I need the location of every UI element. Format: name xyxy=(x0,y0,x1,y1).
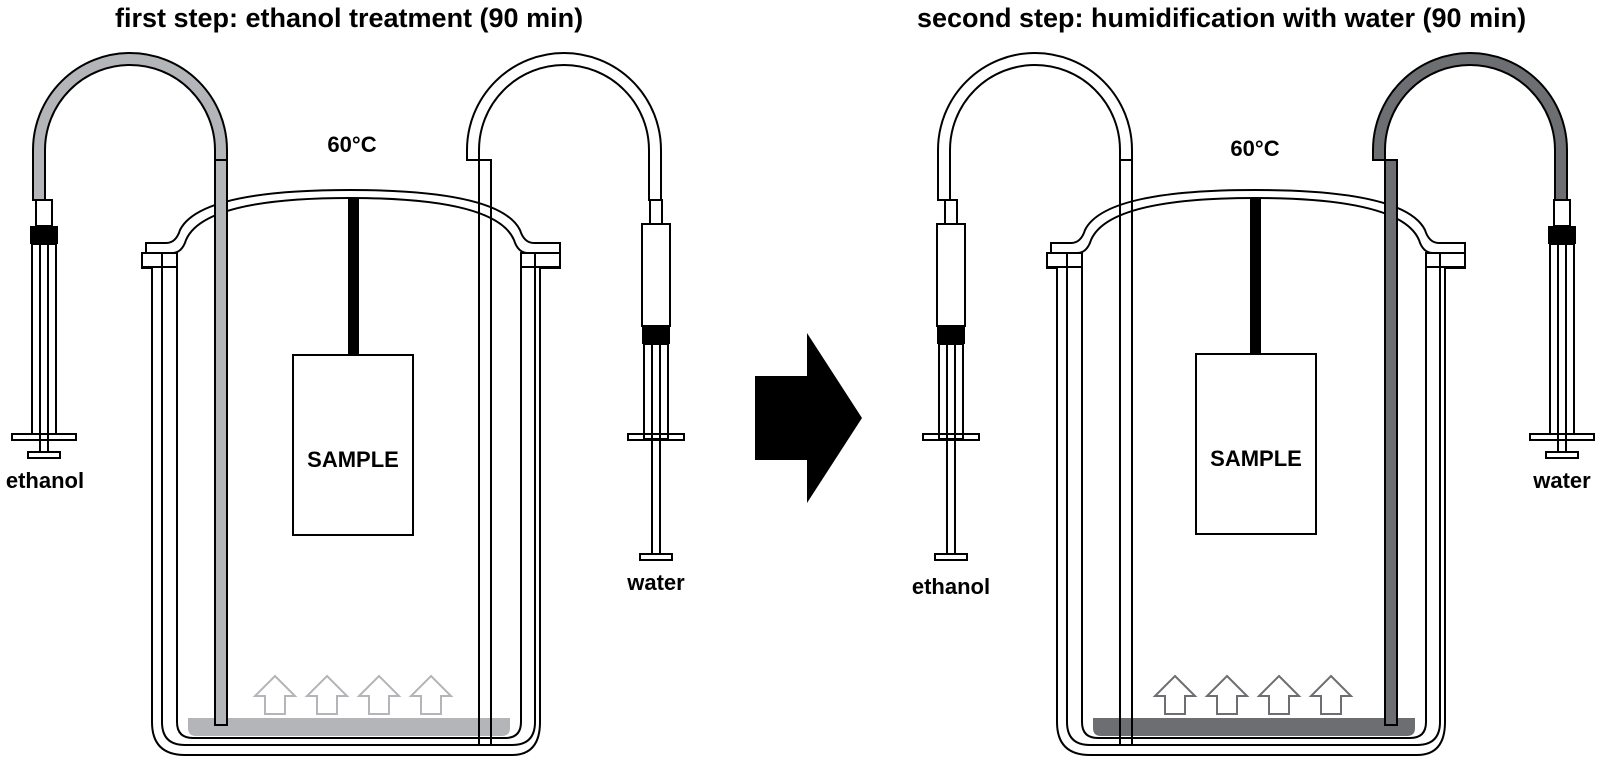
syringe-label-water: water xyxy=(626,570,685,595)
tube-water-down xyxy=(1384,159,1398,726)
sample-holder-rod xyxy=(1250,198,1261,354)
up-arrow-icon xyxy=(1308,674,1354,715)
tube-water-down xyxy=(478,159,492,746)
up-arrow-icon xyxy=(356,674,402,715)
up-arrow-icon xyxy=(1256,674,1302,715)
vessel-rim-left xyxy=(1046,252,1083,268)
panel-step-2: second step: humidification with water (… xyxy=(912,3,1595,756)
tube-ethanol-down xyxy=(214,159,228,726)
sample-label: SAMPLE xyxy=(1210,446,1302,471)
tube-water xyxy=(1372,52,1568,201)
vessel-lid xyxy=(1050,188,1466,254)
sample-label: SAMPLE xyxy=(307,447,399,472)
liquid-pool-ethanol xyxy=(188,718,510,736)
vapor-arrows xyxy=(252,674,454,715)
up-arrow-icon xyxy=(252,674,298,715)
syringe-water xyxy=(1529,199,1595,459)
sample-box xyxy=(292,354,414,536)
tube-ethanol xyxy=(937,52,1133,201)
vessel-rim-left xyxy=(141,252,178,268)
syringe-water xyxy=(627,199,685,561)
up-arrow-icon xyxy=(408,674,454,715)
temperature-label: 60°C xyxy=(1230,136,1279,161)
tube-ethanol-down xyxy=(1119,159,1133,746)
syringe-ethanol xyxy=(11,199,77,459)
vessel-inner xyxy=(176,268,522,739)
panel-step-1: first step: ethanol treatment (90 min) S… xyxy=(6,3,685,756)
up-arrow-icon xyxy=(1204,674,1250,715)
sample-box xyxy=(1195,353,1317,535)
syringe-label-ethanol: ethanol xyxy=(912,574,990,599)
tube-ethanol xyxy=(32,52,228,201)
step1-title: first step: ethanol treatment (90 min) xyxy=(115,3,583,33)
vessel-inner xyxy=(1081,268,1427,739)
right-arrow-icon xyxy=(755,333,862,503)
step2-title: second step: humidification with water (… xyxy=(917,3,1526,33)
vessel-rim-right xyxy=(1425,252,1466,268)
temperature-label: 60°C xyxy=(327,132,376,157)
up-arrow-icon xyxy=(1152,674,1198,715)
tube-water xyxy=(466,52,662,201)
syringe-label-ethanol: ethanol xyxy=(6,468,84,493)
syringe-ethanol xyxy=(922,199,980,561)
sample-holder-rod xyxy=(348,198,359,356)
vapor-arrows xyxy=(1152,674,1354,715)
syringe-label-water: water xyxy=(1532,468,1591,493)
liquid-pool-water xyxy=(1093,718,1415,736)
vessel-rim-right xyxy=(520,252,561,268)
up-arrow-icon xyxy=(304,674,350,715)
